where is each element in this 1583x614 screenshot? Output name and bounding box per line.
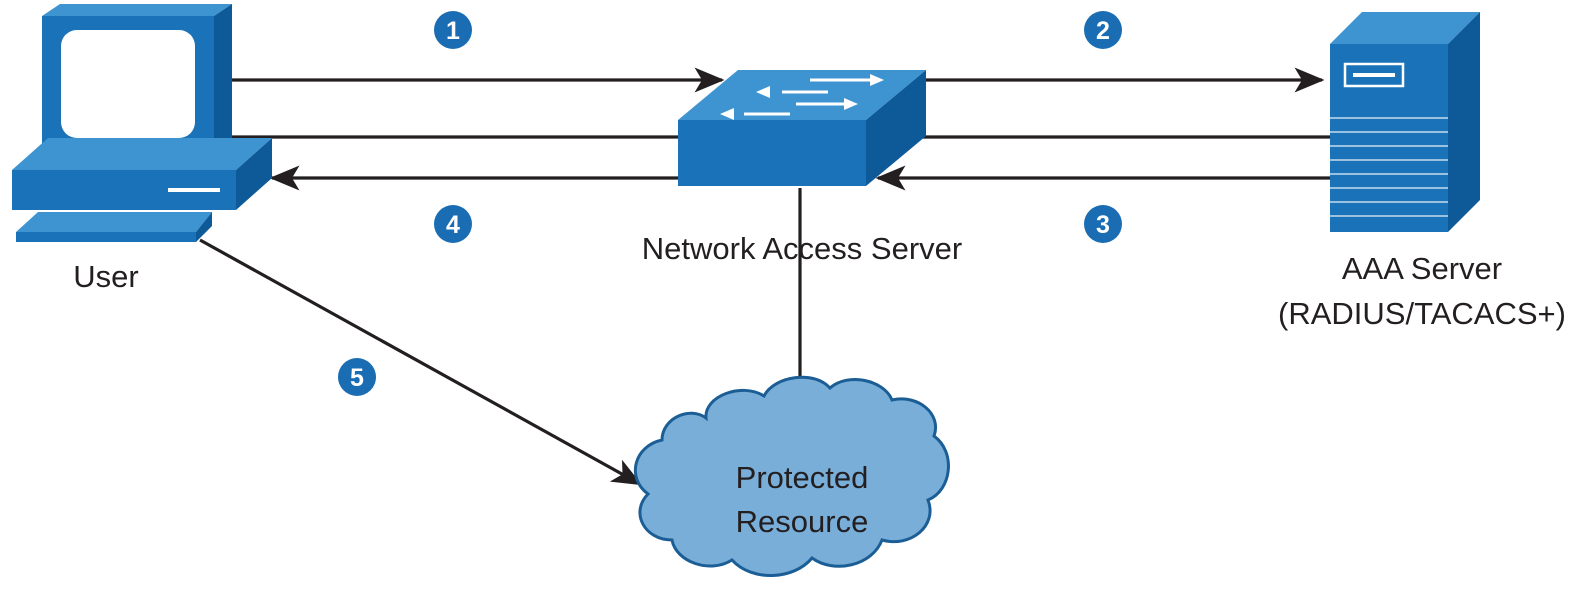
arrow-step-5 (199, 238, 643, 486)
aaa-protocols-label: (RADIUS/TACACS+) (1278, 296, 1566, 331)
user-computer-icon (12, 4, 272, 242)
resource-label-line2: Resource (736, 504, 869, 539)
svg-text:4: 4 (446, 211, 460, 239)
nas-label: Network Access Server (642, 231, 962, 266)
svg-text:5: 5 (350, 364, 364, 392)
node-labels: User Network Access Server AAA Server (R… (73, 231, 1566, 539)
server-tower-icon (1330, 12, 1480, 232)
step-badge-5: 5 (338, 358, 376, 396)
step-badges: 1 2 3 4 5 (338, 11, 1122, 396)
connections (199, 67, 1333, 486)
step-badge-1: 1 (434, 11, 472, 49)
switch-arrows (720, 74, 884, 120)
cloud-icon (633, 375, 950, 577)
step-badge-3: 3 (1084, 205, 1122, 243)
user-label: User (73, 259, 138, 294)
network-switch-icon (678, 70, 926, 186)
aaa-label: AAA Server (1342, 251, 1502, 286)
svg-text:2: 2 (1096, 17, 1110, 45)
svg-text:1: 1 (446, 17, 460, 45)
step-badge-4: 4 (434, 205, 472, 243)
svg-text:3: 3 (1096, 211, 1110, 239)
step-badge-2: 2 (1084, 11, 1122, 49)
resource-label: Protected (736, 460, 869, 495)
